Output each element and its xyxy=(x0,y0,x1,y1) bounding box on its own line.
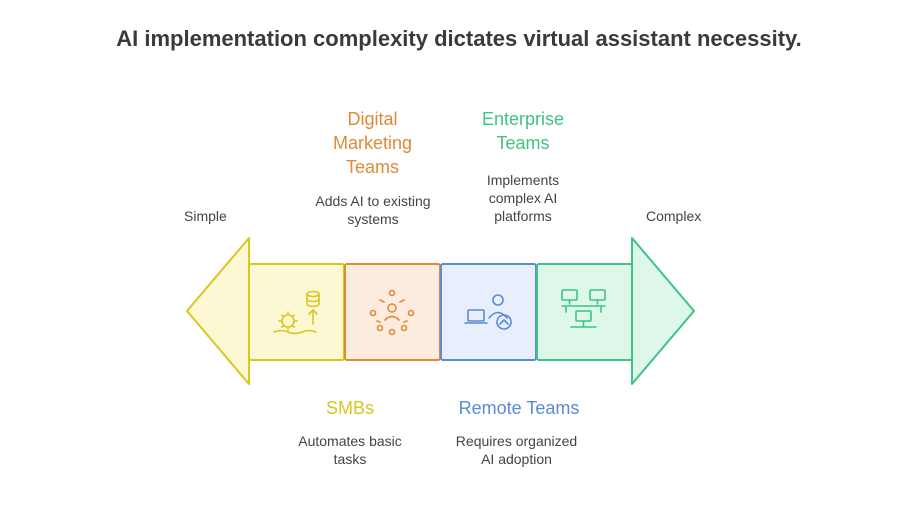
segment-title-remote-teams: Remote Teams xyxy=(458,398,580,418)
complex-label: Complex xyxy=(646,208,702,224)
team-network-icon xyxy=(369,289,415,336)
left-arrowhead xyxy=(186,237,250,385)
simple-label: Simple xyxy=(184,208,227,224)
enterprise-desks-icon xyxy=(561,289,606,328)
segment-box-smbs xyxy=(248,263,345,361)
segment-box-enterprise xyxy=(536,263,633,361)
gears-database-icon xyxy=(273,290,320,335)
segment-box-remote-teams xyxy=(440,263,537,361)
page-title: AI implementation complexity dictates vi… xyxy=(116,26,802,51)
right-arrowhead xyxy=(631,237,695,385)
remote-worker-icon xyxy=(464,294,512,330)
segment-desc-smbs: Automates basic tasks xyxy=(298,433,402,467)
segment-desc-digital-marketing: Adds AI to existing systems xyxy=(315,193,431,227)
segment-title-enterprise: Enterprise Teams xyxy=(481,109,565,153)
segment-desc-remote-teams: Requires organized AI adoption xyxy=(455,433,578,467)
segment-desc-enterprise: Implements complex AI platforms xyxy=(486,172,560,224)
segment-title-digital-marketing: Digital Marketing Teams xyxy=(332,109,413,177)
segment-title-smbs: SMBs xyxy=(325,398,374,418)
